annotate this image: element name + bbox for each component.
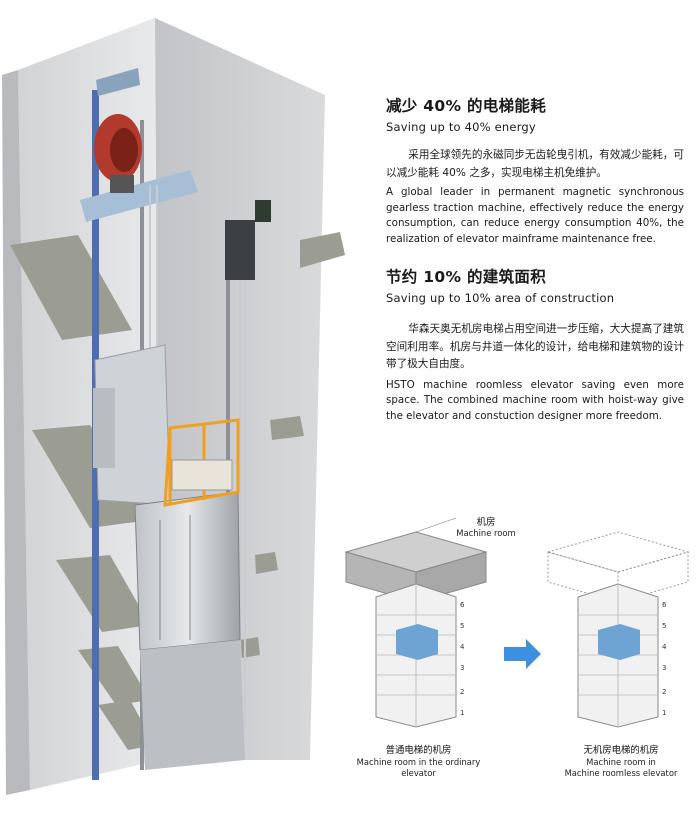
floor-label-left-3: 3 — [460, 664, 464, 672]
floor-label-left-1: 1 — [460, 709, 464, 717]
right-caption-en-line1: Machine room in — [586, 757, 656, 767]
right-caption-cn: 无机房电梯的机房 — [583, 745, 659, 756]
floor-label-right-2: 2 — [662, 688, 666, 696]
floor-label-right-4: 4 — [662, 643, 667, 651]
ordinary-elevator-shaft — [344, 517, 488, 728]
energy-body-en: A global leader in permanent magnetic sy… — [386, 186, 684, 245]
floor-label-left-4: 4 — [460, 643, 465, 651]
floor-label-right-6: 6 — [662, 601, 667, 609]
floor-label-left-5: 5 — [460, 622, 464, 630]
roomless-elevator-shaft — [546, 531, 690, 728]
left-caption-cn: 普通电梯的机房 — [385, 745, 452, 756]
area-body-cn: 华森天奥无机房电梯占用空间进一步压缩，大大提高了建筑空间利用率。机房与井道一体化… — [386, 323, 684, 370]
transition-arrow — [504, 639, 541, 669]
energy-body-cn: 采用全球领先的永磁同步无齿轮曳引机，有效减少能耗，可以减少能耗 40% 之多，实… — [386, 149, 684, 179]
floor-label-left-2: 2 — [460, 688, 464, 696]
area-heading-en: Saving up to 10% area of construction — [386, 291, 615, 305]
machine-room-label-cn: 机房 — [476, 517, 496, 528]
floor-label-right-5: 5 — [662, 622, 666, 630]
area-body-en: HSTO machine roomless elevator saving ev… — [386, 378, 684, 422]
area-heading-cn: 节约 10% 的建筑面积 — [386, 268, 546, 286]
machine-room-label-en: Machine room — [456, 528, 516, 538]
energy-heading-cn: 减少 40% 的电梯能耗 — [386, 97, 546, 115]
energy-section: 减少 40% 的电梯能耗 Saving up to 40% energy 采用全… — [386, 94, 684, 247]
right-caption-en-line2: Machine roomless elevator — [564, 768, 678, 778]
machine-room-comparison-diagram: 6 5 4 3 2 1 6 5 4 3 2 1 机房 Machine room … — [336, 512, 698, 811]
energy-heading-en: Saving up to 40% energy — [386, 120, 536, 134]
floor-label-right-3: 3 — [662, 664, 666, 672]
elevator-shaft-illustration — [2, 18, 345, 795]
floor-number-labels: 6 5 4 3 2 1 6 5 4 3 2 1 — [460, 601, 667, 717]
left-caption-en: Machine room in the ordinary elevator — [356, 757, 481, 778]
floor-label-left-6: 6 — [460, 601, 465, 609]
comparison-drawing: 6 5 4 3 2 1 6 5 4 3 2 1 — [344, 517, 690, 728]
area-section: 节约 10% 的建筑面积 Saving up to 10% area of co… — [386, 265, 684, 424]
floor-label-right-1: 1 — [662, 709, 666, 717]
